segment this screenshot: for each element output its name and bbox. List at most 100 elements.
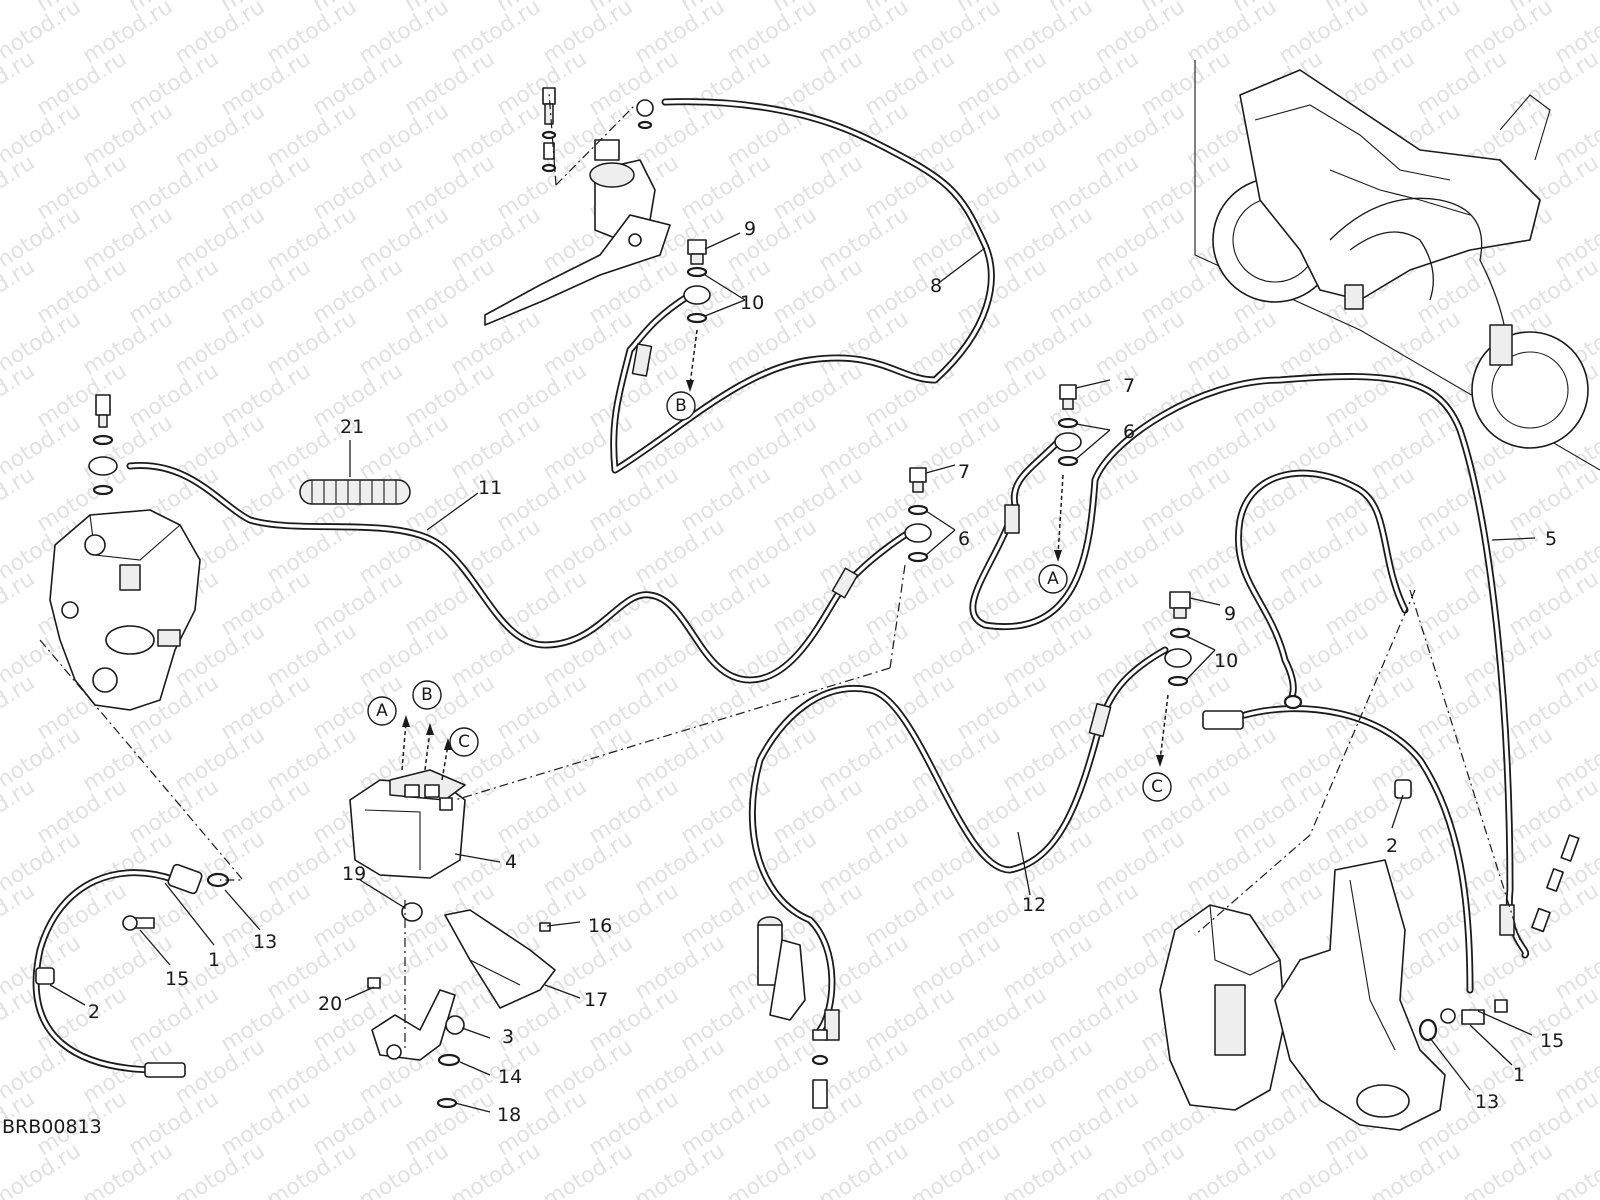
watermark-text: motod.ru (999, 202, 1098, 277)
watermark-text: motod.ru (125, 1086, 224, 1161)
watermark-text: motod.ru (1091, 1138, 1190, 1200)
watermark-text: motod.ru (217, 46, 316, 121)
watermark-text: motod.ru (447, 618, 546, 693)
watermark-text: motod.ru (953, 254, 1052, 329)
watermark-text: motod.ru (1505, 670, 1600, 745)
watermark-text: motod.ru (493, 774, 592, 849)
watermark-text: motod.ru (1413, 462, 1512, 537)
watermark-text: motod.ru (677, 774, 776, 849)
watermark-text: motod.ru (631, 826, 730, 901)
watermark-text: motod.ru (125, 774, 224, 849)
callout-4: 4 (505, 851, 517, 873)
watermark-text: motod.ru (79, 306, 178, 381)
watermark-text: motod.ru (1091, 722, 1190, 797)
callout-11: 11 (478, 477, 502, 499)
watermark-text: motod.ru (217, 358, 316, 433)
watermark-text: motod.ru (401, 1086, 500, 1161)
watermark-text: motod.ru (539, 722, 638, 797)
watermark-text: motod.ru (1413, 46, 1512, 121)
svg-text:A: A (376, 701, 388, 721)
watermark-text: motod.ru (1505, 774, 1600, 849)
watermark-text: motod.ru (1091, 410, 1190, 485)
watermark-text: motod.ru (1137, 46, 1236, 121)
watermark-text: motod.ru (263, 306, 362, 381)
watermark-text: motod.ru (263, 0, 362, 69)
watermark-text: motod.ru (1183, 1138, 1282, 1200)
watermark-text: motod.ru (1505, 46, 1600, 121)
watermark-text: motod.ru (171, 98, 270, 173)
callout-16: 16 (588, 915, 612, 937)
watermark-text: motod.ru (585, 46, 684, 121)
watermark-text: motod.ru (171, 202, 270, 277)
watermark-text: motod.ru (79, 98, 178, 173)
union-bolt-upper-icon (1054, 384, 1082, 467)
watermark-text: motod.ru (1183, 0, 1282, 69)
watermark-text: motod.ru (1183, 514, 1282, 589)
watermark-text: motod.ru (815, 1138, 914, 1200)
watermark-text: motod.ru (723, 202, 822, 277)
watermark-text: motod.ru (631, 722, 730, 797)
motorcycle-inset-icon (1194, 60, 1600, 471)
watermark-text: motod.ru (263, 1034, 362, 1109)
svg-text:C: C (458, 732, 470, 752)
watermark-text: motod.ru (1045, 254, 1144, 329)
watermark-text: motod.ru (539, 410, 638, 485)
watermark-text: motod.ru (1321, 358, 1420, 433)
callout-13-right: 13 (1475, 1091, 1499, 1113)
callout-15-left: 15 (165, 968, 189, 990)
watermark-text: motod.ru (953, 1086, 1052, 1161)
callout-8: 8 (930, 275, 942, 297)
watermark-text: motod.ru (493, 46, 592, 121)
watermark-text: motod.ru (1367, 410, 1466, 485)
watermark-text: motod.ru (1367, 0, 1466, 69)
watermark-text: motod.ru (1183, 826, 1282, 901)
marker-c-abs: C (449, 727, 479, 757)
watermark-text: motod.ru (447, 98, 546, 173)
watermark-text: motod.ru (33, 150, 132, 225)
callout-5: 5 (1545, 528, 1557, 550)
leader-lines (49, 232, 1536, 1113)
watermark-text: motod.ru (631, 930, 730, 1005)
watermark-text: motod.ru (401, 358, 500, 433)
watermark-text: motod.ru (815, 202, 914, 277)
watermark-text: motod.ru (217, 774, 316, 849)
watermark-text: motod.ru (1597, 0, 1600, 17)
union-bolt-icon (904, 467, 932, 563)
watermark-text: motod.ru (1045, 150, 1144, 225)
watermark-text: motod.ru (815, 1034, 914, 1109)
watermark-text: motod.ru (907, 306, 1006, 381)
watermark-text: motod.ru (309, 878, 408, 953)
callout-10-right: 10 (1214, 650, 1238, 672)
abs-modulator-icon (349, 769, 556, 1109)
watermark-text: motod.ru (1505, 1086, 1600, 1161)
watermark-text: motod.ru (493, 462, 592, 537)
watermark-text: motod.ru (723, 1034, 822, 1109)
watermark-text: motod.ru (33, 254, 132, 329)
watermark-text: motod.ru (585, 774, 684, 849)
watermark-text: motod.ru (953, 670, 1052, 745)
watermark-text: motod.ru (539, 0, 638, 69)
watermark-text: motod.ru (33, 46, 132, 121)
watermark-text: motod.ru (999, 826, 1098, 901)
watermark-text: motod.ru (999, 98, 1098, 173)
watermark-text: motod.ru (677, 982, 776, 1057)
watermark-text: motod.ru (631, 1138, 730, 1200)
watermark-text: motod.ru (401, 46, 500, 121)
watermark-text: motod.ru (631, 514, 730, 589)
watermark-text: motod.ru (355, 98, 454, 173)
watermark-text: motod.ru (217, 1086, 316, 1161)
watermark-text: motod.ru (1091, 306, 1190, 381)
watermark-text: motod.ru (539, 1034, 638, 1109)
watermark-text: motod.ru (815, 0, 914, 69)
watermark-text: motod.ru (723, 618, 822, 693)
watermark-text: motod.ru (309, 150, 408, 225)
watermark-text: motod.ru (1091, 98, 1190, 173)
callout-6-mid: 6 (958, 528, 970, 550)
watermark-text: motod.ru (401, 670, 500, 745)
protective-sleeve-icon (299, 479, 411, 505)
watermark-text: motod.ru (447, 410, 546, 485)
watermark-text: motod.ru (539, 826, 638, 901)
watermark-text: motod.ru (1091, 202, 1190, 277)
watermark-text: motod.ru (401, 462, 500, 537)
